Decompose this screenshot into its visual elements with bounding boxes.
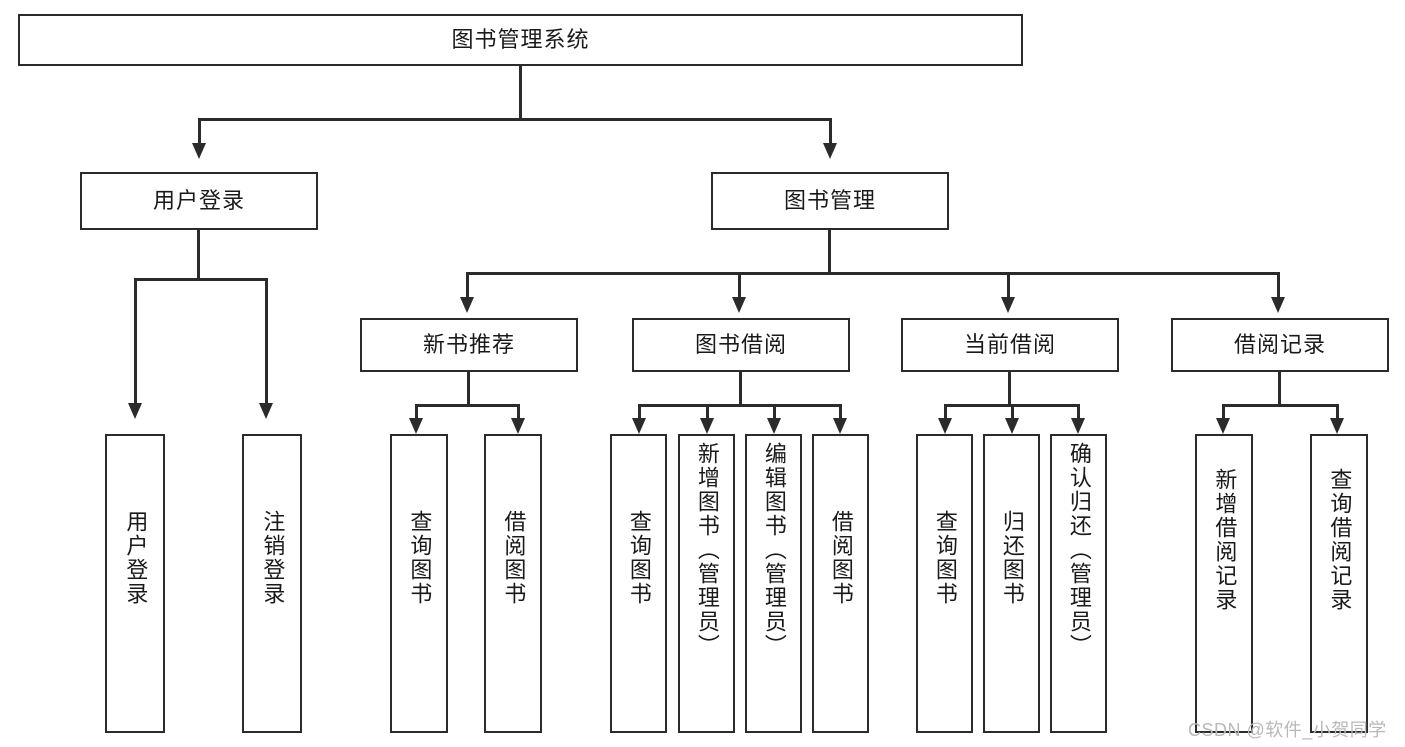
leaf-query-book-cb[interactable]: 查询图书 <box>916 434 973 733</box>
node-label: 借阅图书 <box>501 510 527 606</box>
connector-nbr-drop-1 <box>415 404 418 420</box>
arrowhead-to-borrow-record <box>1271 297 1285 313</box>
connector-root-bus <box>198 118 832 121</box>
connector-cb-stem <box>1008 372 1011 406</box>
leaf-query-borrow-record[interactable]: 查询借阅记录 <box>1310 434 1368 733</box>
arrowhead-user-login-leaf-2 <box>259 403 273 419</box>
arrowhead-cb-leaf-3 <box>1071 418 1085 434</box>
leaf-query-book-nbr[interactable]: 查询图书 <box>390 434 448 733</box>
connector-bm-drop-2 <box>738 272 741 299</box>
leaf-edit-book-admin[interactable]: 编辑图书（管理员） <box>745 434 802 733</box>
leaf-borrow-book-nbr[interactable]: 借阅图书 <box>484 434 542 733</box>
connector-br-stem <box>1278 372 1281 406</box>
node-label: 新书推荐 <box>422 332 515 358</box>
node-label: 借阅图书 <box>828 510 854 606</box>
arrowhead-to-book-borrow <box>732 297 746 313</box>
arrowhead-to-user-login <box>192 143 206 159</box>
connector-nbr-stem <box>467 372 470 406</box>
node-book-management[interactable]: 图书管理 <box>711 172 949 230</box>
connector-cb-drop-3 <box>1077 404 1080 420</box>
leaf-user-logout[interactable]: 注销登录 <box>242 434 302 733</box>
node-book-borrow[interactable]: 图书借阅 <box>632 318 850 372</box>
arrowhead-bb-leaf-1 <box>632 418 646 434</box>
connector-nbr-bus <box>415 404 520 407</box>
connector-bb-bus <box>638 404 842 407</box>
leaf-add-book-admin[interactable]: 新增图书（管理员） <box>678 434 735 733</box>
node-user-login[interactable]: 用户登录 <box>80 172 318 230</box>
node-label: 用户登录 <box>152 188 245 214</box>
node-label: 借阅记录 <box>1233 332 1326 358</box>
connector-user-login-stem <box>197 230 200 280</box>
node-label: 用户登录 <box>123 510 149 606</box>
node-borrow-record[interactable]: 借阅记录 <box>1171 318 1389 372</box>
connector-bb-drop-3 <box>773 404 776 420</box>
node-label: 图书借阅 <box>694 332 787 358</box>
arrowhead-to-book-management <box>823 143 837 159</box>
arrowhead-to-current-borrow <box>1001 297 1015 313</box>
arrowhead-cb-leaf-1 <box>938 418 952 434</box>
leaf-confirm-return-admin[interactable]: 确认归还（管理员） <box>1050 434 1107 733</box>
arrowhead-bb-leaf-3 <box>767 418 781 434</box>
connector-user-login-bus <box>134 278 268 281</box>
leaf-query-book-bb[interactable]: 查询图书 <box>610 434 667 733</box>
connector-user-login-drop-1 <box>134 278 137 405</box>
connector-bm-drop-3 <box>1007 272 1010 299</box>
leaf-user-login[interactable]: 用户登录 <box>105 434 165 733</box>
arrowhead-nbr-leaf-2 <box>511 418 525 434</box>
connector-br-drop-2 <box>1336 404 1339 420</box>
node-label: 查询图书 <box>932 510 958 606</box>
arrowhead-br-leaf-2 <box>1330 418 1344 434</box>
leaf-return-book[interactable]: 归还图书 <box>983 434 1040 733</box>
arrowhead-bb-leaf-4 <box>833 418 847 434</box>
node-label: 新增借阅记录 <box>1212 468 1238 612</box>
connector-cb-drop-2 <box>1011 404 1014 420</box>
node-label: 查询图书 <box>626 510 652 606</box>
connector-bb-drop-2 <box>706 404 709 420</box>
connector-bm-drop-4 <box>1277 272 1280 299</box>
arrowhead-user-login-leaf-1 <box>128 403 142 419</box>
connector-root-drop-right <box>829 118 832 145</box>
connector-book-management-stem <box>828 230 831 274</box>
arrowhead-cb-leaf-2 <box>1005 418 1019 434</box>
connector-book-management-bus <box>466 272 1280 275</box>
connector-bb-stem <box>739 372 742 406</box>
leaf-borrow-book-bb[interactable]: 借阅图书 <box>812 434 869 733</box>
node-label: 确认归还（管理员） <box>1066 442 1092 658</box>
connector-br-bus <box>1222 404 1339 407</box>
connector-cb-drop-1 <box>944 404 947 420</box>
connector-bm-drop-1 <box>466 272 469 299</box>
node-label: 编辑图书（管理员） <box>761 442 787 658</box>
node-label: 归还图书 <box>999 510 1025 606</box>
connector-nbr-drop-2 <box>517 404 520 420</box>
node-label: 图书管理系统 <box>451 27 590 53</box>
arrowhead-nbr-leaf-1 <box>409 418 423 434</box>
arrowhead-bb-leaf-2 <box>700 418 714 434</box>
node-label: 注销登录 <box>260 510 286 606</box>
node-new-book-recommend[interactable]: 新书推荐 <box>360 318 578 372</box>
node-label: 查询借阅记录 <box>1327 468 1353 612</box>
node-label: 新增图书（管理员） <box>694 442 720 658</box>
node-label: 查询图书 <box>407 510 433 606</box>
node-label: 当前借阅 <box>963 332 1056 358</box>
leaf-add-borrow-record[interactable]: 新增借阅记录 <box>1195 434 1253 733</box>
connector-br-drop-1 <box>1222 404 1225 420</box>
connector-user-login-drop-2 <box>265 278 268 405</box>
arrowhead-to-new-book-recommend <box>460 297 474 313</box>
connector-bb-drop-1 <box>638 404 641 420</box>
arrowhead-br-leaf-1 <box>1216 418 1230 434</box>
connector-bb-drop-4 <box>839 404 842 420</box>
node-root-book-management-system[interactable]: 图书管理系统 <box>18 14 1023 66</box>
connector-root-drop-left <box>198 118 201 145</box>
connector-root-stem <box>519 66 522 120</box>
node-label: 图书管理 <box>783 188 876 214</box>
node-current-borrow[interactable]: 当前借阅 <box>901 318 1119 372</box>
